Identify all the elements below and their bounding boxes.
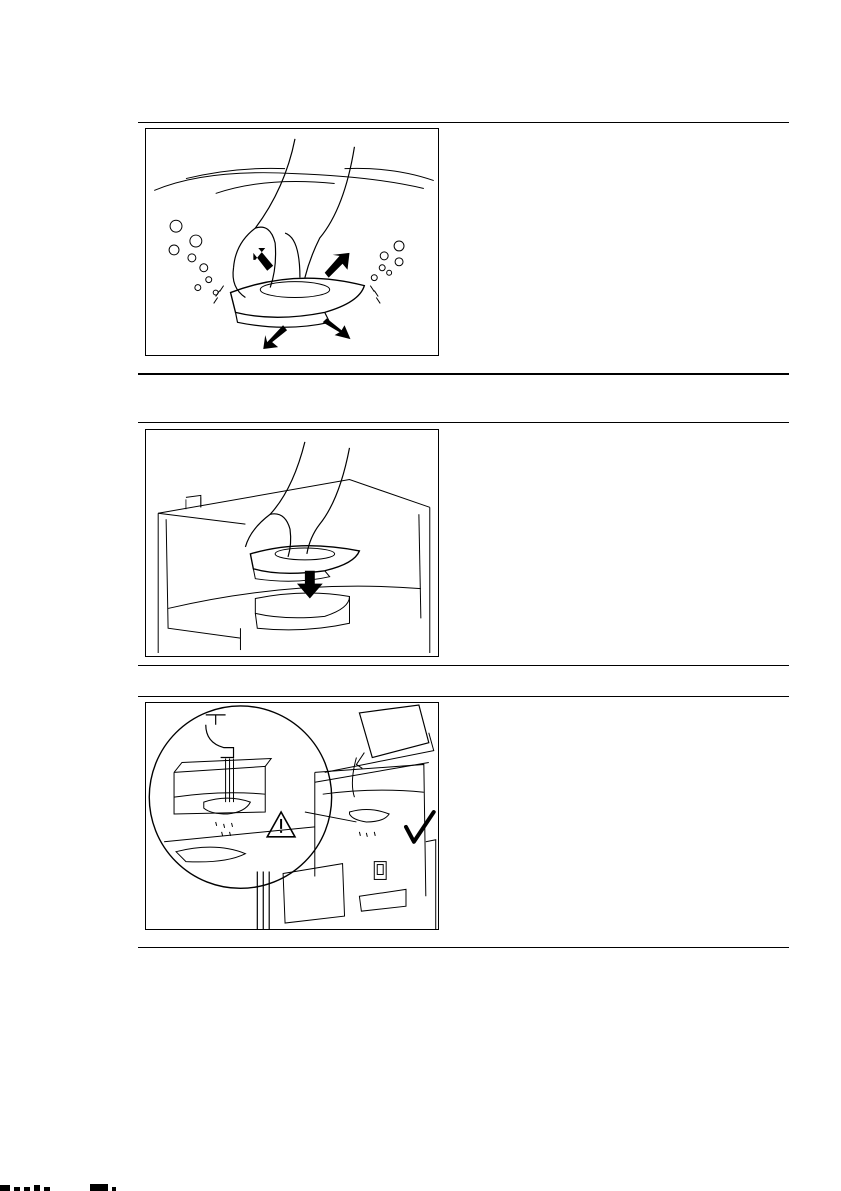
hand-inserting-filter-into-tank-icon [146, 430, 438, 656]
illustration-panel-2 [145, 429, 439, 657]
hand-shaking-filter-under-water-icon [146, 129, 438, 355]
section-rule-top-2 [138, 422, 789, 423]
section-rule-bottom-2 [138, 665, 789, 666]
section-rule-bottom-1 [138, 373, 789, 375]
illustration-panel-1 [145, 128, 439, 356]
section-rule-top-1 [138, 122, 789, 123]
illustration-panel-3 [145, 702, 439, 930]
refill-water-tank-icon [146, 703, 438, 929]
section-rule-bottom-3 [138, 947, 789, 948]
footer-cropped-text-icon [0, 1183, 140, 1191]
section-rule-top-3 [138, 696, 789, 697]
